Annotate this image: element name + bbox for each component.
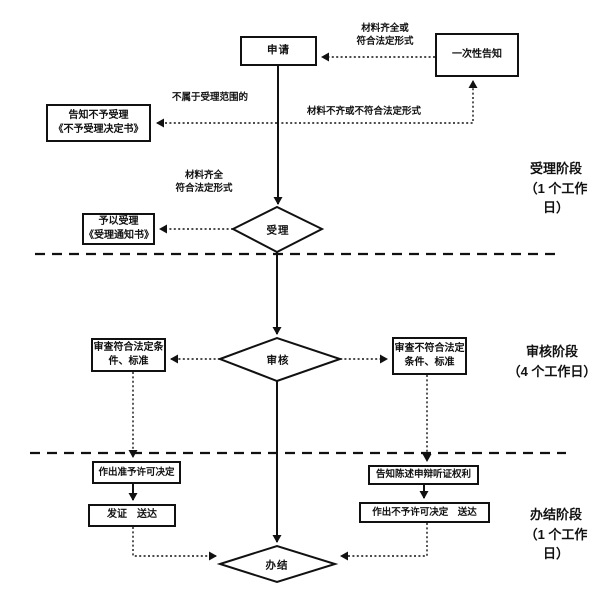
edge-issue-to-complete xyxy=(132,527,217,561)
complete-diamond xyxy=(216,544,339,584)
node-accept-notice: 予以受理 《受理通知书》 xyxy=(82,213,155,245)
node-one-time-notice: 一次性告知 xyxy=(435,33,519,77)
edge-deny-to-complete xyxy=(340,523,428,561)
phase-label-accept: 受理阶段 （1 个工作 日） xyxy=(524,161,588,215)
node-deny-decision: 作出不予许可决定 送达 xyxy=(359,502,490,523)
review-diamond xyxy=(217,336,344,383)
node-hearing-rights-label: 告知陈述申辩听证权利 xyxy=(375,469,471,481)
phase-label-review: 审核阶段 （4 个工作日） xyxy=(507,344,597,379)
phase-label-complete: 办结阶段 （1 个工作 日） xyxy=(524,507,588,561)
complete-diamond-label: 办结 xyxy=(265,559,289,572)
node-reject-notice: 告知不予受理 《不予受理决定书》 xyxy=(46,104,151,142)
node-review-fail: 审查不符合法定 条件、标准 xyxy=(392,337,467,375)
node-review-fail-label: 审查不符合法定 条件、标准 xyxy=(394,342,465,369)
edge-label-complete-valid: 材料齐全 符合法定形式 xyxy=(175,170,233,194)
review-diamond-label: 审核 xyxy=(266,354,290,367)
edge-label-out-of-scope: 不属于受理范围的 xyxy=(171,92,248,103)
node-reject-notice-label: 告知不予受理 《不予受理决定书》 xyxy=(53,109,144,136)
node-issue-deliver-label: 发证 送达 xyxy=(107,509,157,521)
node-apply: 申请 xyxy=(240,36,317,66)
edge-label-complete-or-valid: 材料齐全或 符合法定形式 xyxy=(356,23,414,47)
node-issue-deliver: 发证 送达 xyxy=(88,504,176,527)
node-one-time-notice-label: 一次性告知 xyxy=(452,48,502,60)
node-grant-decision: 作出准予许可决定 xyxy=(92,461,181,484)
node-hearing-rights: 告知陈述申辩听证权利 xyxy=(368,465,479,485)
node-apply-label: 申请 xyxy=(267,44,290,57)
node-grant-decision-label: 作出准予许可决定 xyxy=(98,466,175,478)
edge-label-incomplete-or-invalid: 材料不齐或不符合法定形式 xyxy=(306,106,421,117)
accept-diamond xyxy=(230,205,325,254)
accept-diamond-label: 受理 xyxy=(266,224,290,237)
node-deny-decision-label: 作出不予许可决定 送达 xyxy=(372,506,477,518)
node-accept-notice-label: 予以受理 《受理通知书》 xyxy=(84,215,154,242)
node-review-pass: 审查符合法定条 件、标准 xyxy=(91,338,166,372)
node-review-pass-label: 审查符合法定条 件、标准 xyxy=(93,341,164,368)
